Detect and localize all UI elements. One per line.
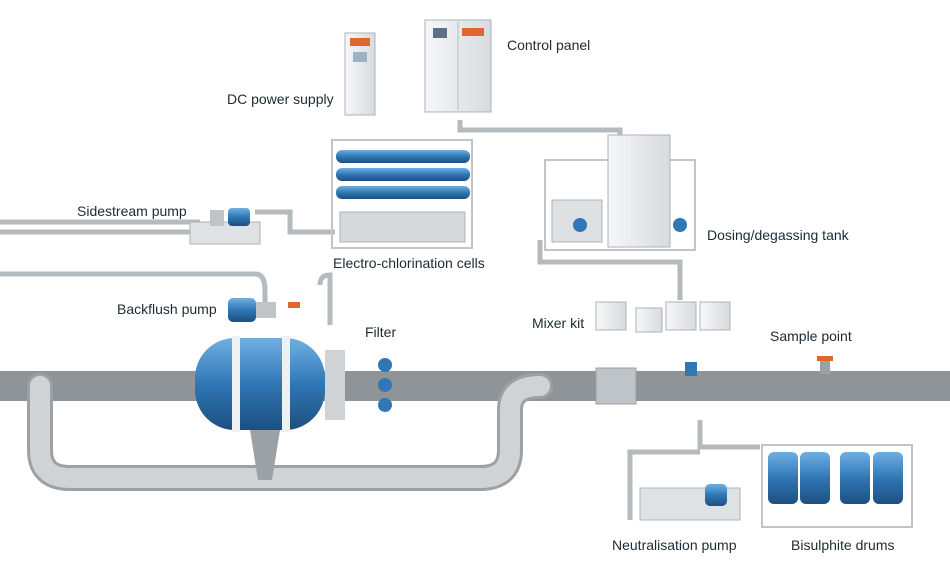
label-backflush-pump: Backflush pump <box>117 301 217 317</box>
label-electro-chlorination-cells: Electro-chlorination cells <box>333 255 485 271</box>
electro-chlorination-cells-skid <box>331 139 473 249</box>
dosing-degassing-tank <box>544 134 696 251</box>
dc-power-supply-cabinet <box>344 32 376 116</box>
label-sample-point: Sample point <box>770 328 852 344</box>
backflush-pump <box>228 298 300 322</box>
bisulphite-drums <box>761 444 913 528</box>
label-bisulphite-drums: Bisulphite drums <box>791 537 895 553</box>
filter-vessel <box>195 336 392 480</box>
sidestream-pump <box>189 208 261 245</box>
sample-point <box>817 356 833 374</box>
label-control-panel: Control panel <box>507 37 591 53</box>
label-sidestream-pump: Sidestream pump <box>77 203 187 219</box>
label-filter: Filter <box>365 324 397 340</box>
neutralisation-pump <box>639 484 741 521</box>
label-dosing-degassing-tank: Dosing/degassing tank <box>707 227 849 243</box>
label-dc-power-supply: DC power supply <box>227 91 334 107</box>
label-mixer-kit: Mixer kit <box>532 315 585 331</box>
mixer-kit <box>595 301 731 405</box>
control-panel-cabinet <box>424 19 492 113</box>
label-neutralisation-pump: Neutralisation pump <box>612 537 737 553</box>
